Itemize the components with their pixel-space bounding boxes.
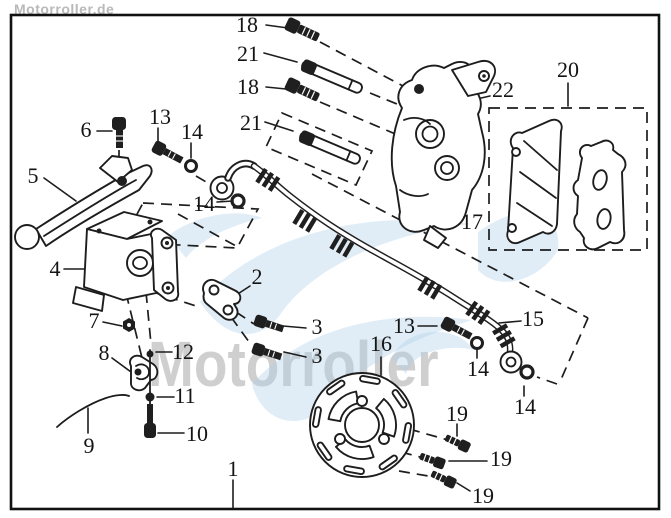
union-bolt-left <box>151 140 184 164</box>
part-number-label-17: 17 <box>461 209 483 234</box>
part-number-label-3: 3 <box>311 314 323 339</box>
part-number-label-1: 1 <box>227 456 239 481</box>
part-number-label-15: 15 <box>522 306 544 331</box>
part-number-label-7: 7 <box>88 308 100 333</box>
watermark-swirls <box>168 212 559 422</box>
part-number-label-11: 11 <box>174 383 196 408</box>
part-number-label-14: 14 <box>181 119 203 144</box>
master-cylinder <box>72 211 180 312</box>
fastener-chain <box>144 349 156 438</box>
brake-pads-box <box>488 107 648 251</box>
part-number-label-13: 13 <box>149 104 171 129</box>
part-number-label-13: 13 <box>393 313 415 338</box>
brake-caliper <box>390 60 496 249</box>
sealing-washer-left-1 <box>184 159 198 173</box>
part-number-label-5: 5 <box>27 163 39 188</box>
banjo-bolt <box>112 117 126 148</box>
part-number-label-22: 22 <box>492 77 514 102</box>
screw-10 <box>144 404 156 438</box>
clamp-bolt-lower <box>251 342 283 361</box>
part-number-label-18: 18 <box>237 74 259 99</box>
part-number-label-19: 19 <box>472 483 494 508</box>
part-number-label-14: 14 <box>514 394 536 419</box>
part-number-label-19: 19 <box>446 401 468 426</box>
switch-wire <box>56 394 130 428</box>
union-bolt-right <box>440 316 473 340</box>
brake-pad-inner <box>506 118 563 245</box>
part-number-label-4: 4 <box>49 256 61 281</box>
brake-disc <box>309 372 415 478</box>
part-number-label-21: 21 <box>240 110 262 135</box>
part-number-label-16: 16 <box>370 331 392 356</box>
diagram-frame <box>9 13 661 511</box>
part-number-label-3: 3 <box>311 343 323 368</box>
spacer-12 <box>146 350 154 358</box>
sealing-washer-left-2 <box>230 193 246 209</box>
brake-hose <box>209 159 523 374</box>
part-number-label-8: 8 <box>98 340 110 365</box>
part-number-label-14: 14 <box>467 356 489 381</box>
pivot-nut <box>123 318 135 332</box>
sealing-washer-right-1 <box>470 336 484 350</box>
part-number-label-14: 14 <box>193 191 215 216</box>
hose-clamp-link <box>202 278 242 321</box>
part-number-label-6: 6 <box>80 117 92 142</box>
washer-11 <box>145 392 155 402</box>
clamp-bolt-upper <box>253 314 285 333</box>
part-number-label-18: 18 <box>236 12 258 37</box>
part-number-label-2: 2 <box>251 264 263 289</box>
part-number-label-19: 19 <box>490 446 512 471</box>
brake-lever <box>14 155 153 250</box>
part-number-label-9: 9 <box>83 433 95 458</box>
part-number-label-20: 20 <box>557 57 579 82</box>
watermark-corner: Motorroller.de <box>14 1 115 17</box>
sealing-washer-right-2 <box>519 364 535 380</box>
brake-pad-outer <box>572 139 627 251</box>
part-number-label-21: 21 <box>237 41 259 66</box>
part-number-label-12: 12 <box>172 339 194 364</box>
part-number-label-10: 10 <box>186 421 208 446</box>
